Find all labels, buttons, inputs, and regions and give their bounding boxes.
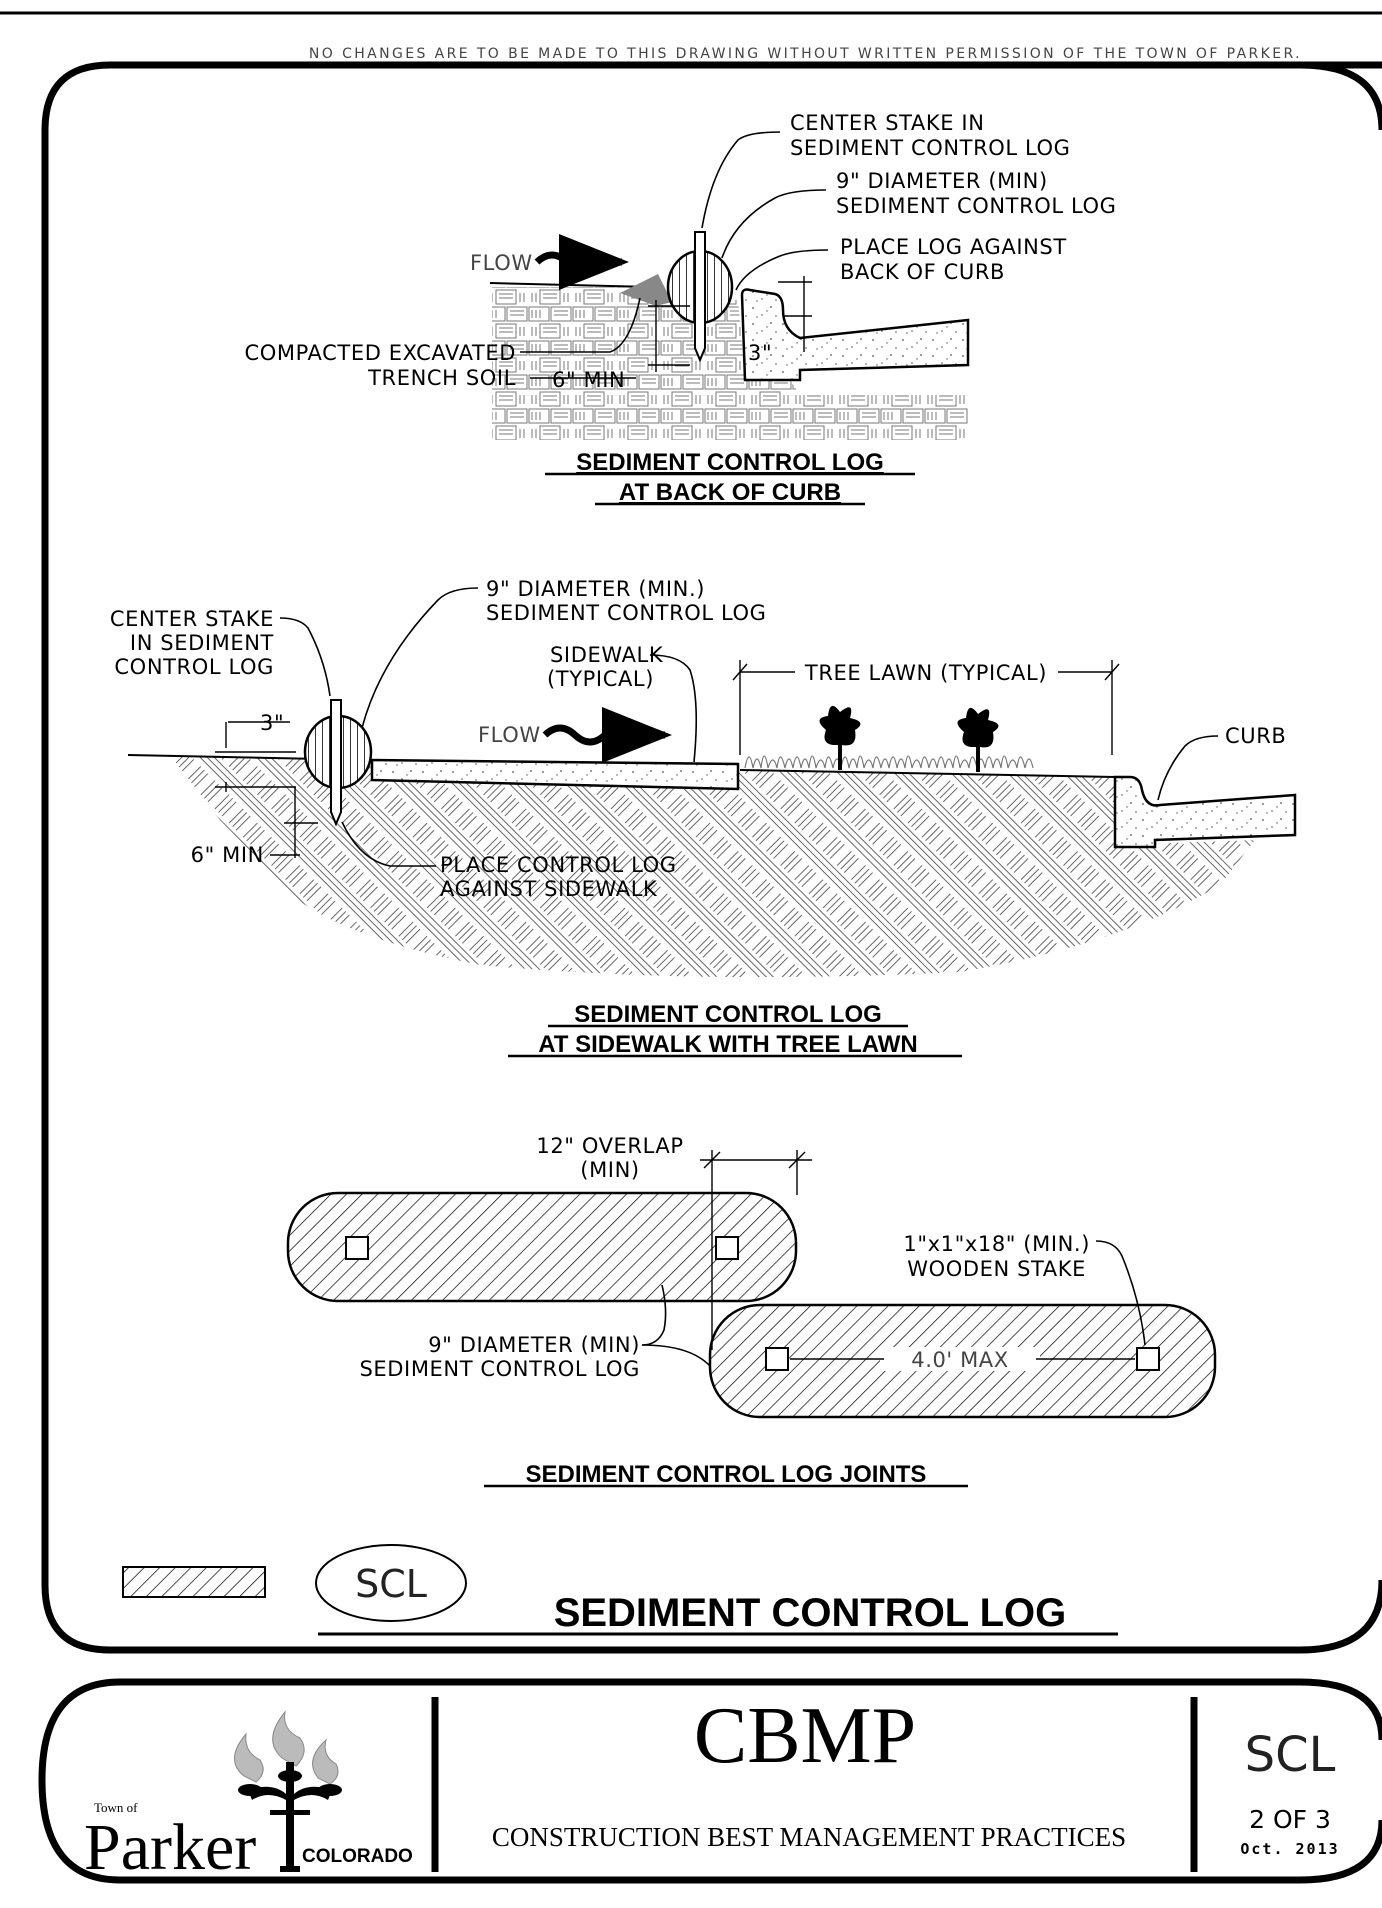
label-place-control-log-2: AGAINST SIDEWALK <box>440 877 658 901</box>
drawing-frame <box>41 61 1382 1654</box>
stake-square <box>765 1347 789 1371</box>
label-center-stake-2c: CONTROL LOG <box>114 655 274 679</box>
label-dim-top: 3" <box>260 711 284 735</box>
flow-label-2: FLOW <box>478 723 541 747</box>
flow-label-1: FLOW <box>470 251 533 275</box>
tree-lawn-grass <box>744 755 1034 769</box>
label-sidewalk: SIDEWALK <box>550 643 664 667</box>
label-compacted-soil-2: TRENCH SOIL <box>367 366 516 390</box>
detail-sidewalk-tree-lawn: FLOW CENTER STAKE IN SEDIMENT CONTROL LO… <box>110 577 1297 1058</box>
detail1-subtitle: AT BACK OF CURB <box>619 479 841 506</box>
title-block-frame <box>38 1678 1382 1884</box>
town-of-parker-logo: Town of Parker COLORADO <box>84 1710 413 1884</box>
stake-square <box>1136 1347 1160 1371</box>
cbmp-title: CBMP <box>694 1692 916 1780</box>
wood-stake-2 <box>330 699 342 827</box>
curb-section-2 <box>1113 775 1297 849</box>
label-curb: CURB <box>1225 724 1286 748</box>
label-center-stake-2a: CENTER STAKE <box>110 607 274 631</box>
label-log-diameter-3b: SEDIMENT CONTROL LOG <box>359 1357 640 1381</box>
stake-square <box>345 1236 369 1260</box>
tree-icon <box>957 707 999 772</box>
label-overlap-2: (MIN) <box>580 1158 639 1182</box>
stake-square <box>715 1236 739 1260</box>
label-place-control-log: PLACE CONTROL LOG <box>440 853 677 877</box>
label-log-diameter-2: SEDIMENT CONTROL LOG <box>836 194 1117 218</box>
legend-title: SEDIMENT CONTROL LOG <box>554 1591 1067 1635</box>
detail2-subtitle: AT SIDEWALK WITH TREE LAWN <box>538 1031 918 1058</box>
label-compacted-soil: COMPACTED EXCAVATED <box>245 341 516 365</box>
label-log-diameter-2a: 9" DIAMETER (MIN.) <box>486 577 705 601</box>
detail3-title: SEDIMENT CONTROL LOG JOINTS <box>526 1461 927 1488</box>
label-curb-dim: 3" <box>748 341 772 365</box>
compacted-soil <box>620 274 672 306</box>
label-trench-depth: 6" MIN <box>552 368 625 392</box>
flow-arrow-2 <box>542 707 672 763</box>
label-place-log: PLACE LOG AGAINST <box>840 235 1067 259</box>
legend-hatch-swatch <box>122 1566 266 1598</box>
soil-section <box>492 287 968 440</box>
legend-symbol-oval <box>315 1544 467 1622</box>
flow-arrow-1 <box>534 234 629 290</box>
logo-town-of: Town of <box>94 1800 138 1815</box>
label-log-diameter-3: 9" DIAMETER (MIN) <box>428 1333 640 1357</box>
log-plan-upper <box>286 1191 798 1303</box>
title-block: Town of Parker COLORADO CBMP CONSTRUCTIO… <box>38 1678 1382 1884</box>
sheet-date: Oct. 2013 <box>1240 1840 1339 1858</box>
label-place-log-2: BACK OF CURB <box>840 260 1005 284</box>
detail1-title: SEDIMENT CONTROL LOG <box>576 449 884 476</box>
label-tree-lawn: TREE LAWN (TYPICAL) <box>804 661 1047 685</box>
label-log-diameter: 9" DIAMETER (MIN) <box>836 169 1048 193</box>
wood-stake <box>694 231 706 363</box>
label-overlap: 12" OVERLAP <box>536 1134 683 1158</box>
label-stake-spacing: 4.0' MAX <box>911 1348 1009 1372</box>
logo-colorado: COLORADO <box>302 1846 413 1867</box>
logo-parker: Parker <box>84 1811 256 1884</box>
detail-log-joints: 4.0' MAX 12" OVERLAP (MIN) 1"x1"x18" (MI… <box>286 1134 1217 1488</box>
cbmp-subtitle: CONSTRUCTION BEST MANAGEMENT PRACTICES <box>492 1822 1126 1852</box>
label-log-diameter-2b: SEDIMENT CONTROL LOG <box>486 601 767 625</box>
label-wooden-stake-2: WOODEN STAKE <box>907 1257 1086 1281</box>
label-depth-2: 6" MIN <box>191 843 264 867</box>
curb-section <box>740 288 970 382</box>
detail2-title: SEDIMENT CONTROL LOG <box>574 1001 882 1028</box>
sheet-number: 2 OF 3 <box>1249 1805 1331 1834</box>
ground-section <box>170 755 1255 978</box>
label-center-stake: CENTER STAKE IN <box>790 111 985 135</box>
permission-notice: NO CHANGES ARE TO BE MADE TO THIS DRAWIN… <box>309 46 1302 62</box>
label-wooden-stake: 1"x1"x18" (MIN.) <box>903 1232 1090 1256</box>
label-center-stake-2b: IN SEDIMENT <box>130 631 274 655</box>
legend: SCL SEDIMENT CONTROL LOG <box>122 1544 1118 1636</box>
tree-icon <box>819 705 861 770</box>
legend-symbol: SCL <box>355 1562 427 1606</box>
label-sidewalk-2: (TYPICAL) <box>547 667 654 691</box>
sheet-code: SCL <box>1245 1727 1336 1783</box>
label-center-stake-2: SEDIMENT CONTROL LOG <box>790 136 1071 160</box>
detail-back-of-curb: FLOW CENTER STAKE IN SEDIMENT CONTROL LO… <box>245 111 1117 506</box>
